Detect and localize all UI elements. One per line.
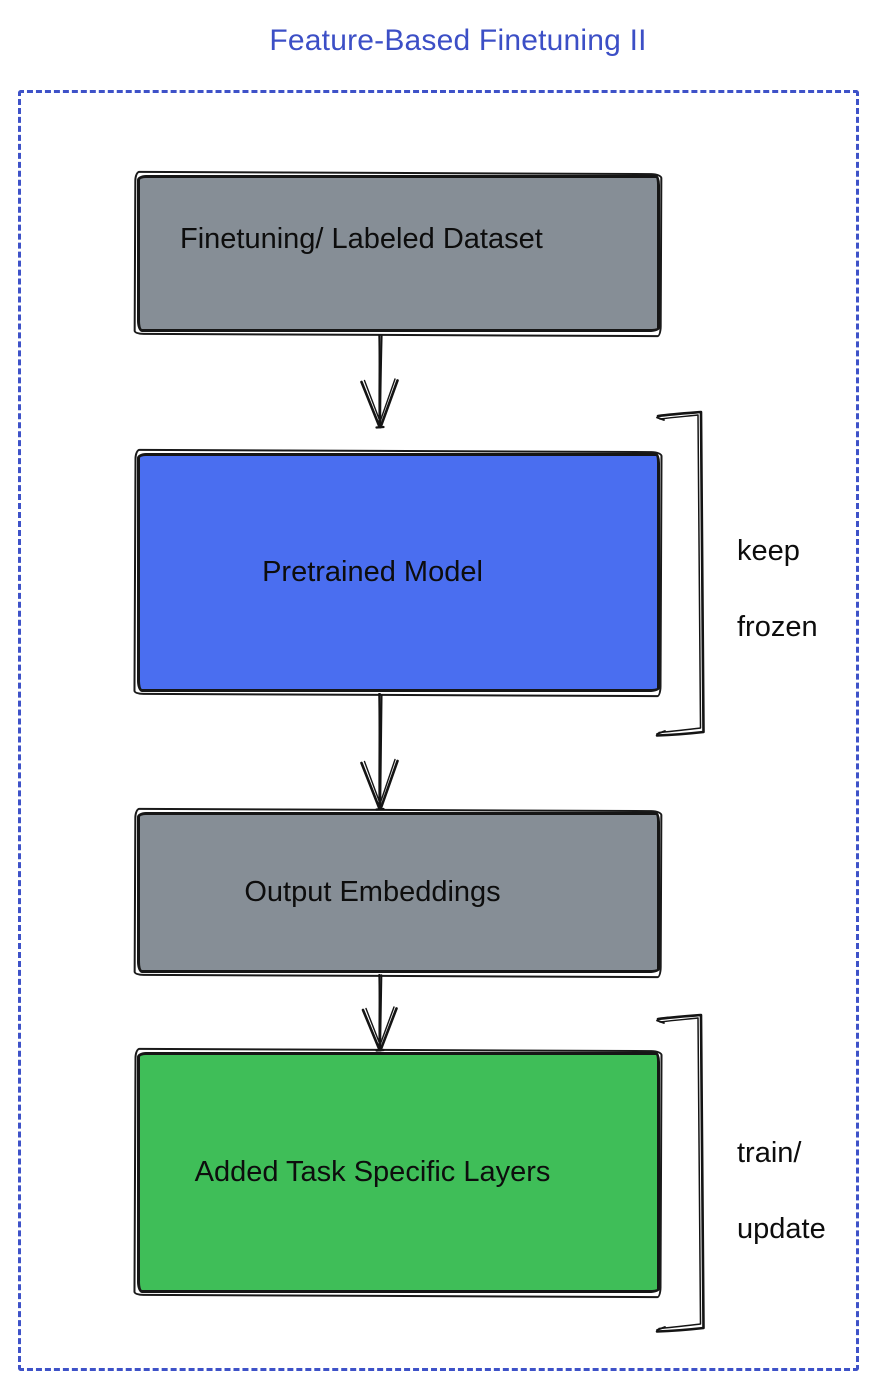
train-update-line2: update — [737, 1213, 826, 1245]
node-pretrained-model: Pretrained Model — [137, 453, 660, 692]
node-label: Finetuning/ Labeled Dataset — [180, 223, 543, 255]
down-arrow-connector-1 — [352, 335, 408, 431]
dashed-border-frame — [18, 90, 859, 1371]
keep-frozen-bracket — [648, 404, 712, 742]
train-update-bracket — [648, 1006, 712, 1338]
node-added-task-specific-layers: Added Task Specific Layers — [137, 1052, 660, 1293]
train-update-line1: train/ — [737, 1137, 802, 1169]
node-label: Output Embeddings — [244, 876, 501, 908]
node-label: Pretrained Model — [262, 556, 483, 588]
down-arrow-connector-3 — [352, 974, 408, 1054]
down-arrow-connector-2 — [352, 693, 408, 813]
node-finetuning-labeled-dataset: Finetuning/ Labeled Dataset — [137, 175, 660, 332]
node-label: Added Task Specific Layers — [194, 1156, 551, 1188]
keep-frozen-label: keep frozen — [737, 494, 818, 684]
node-output-embeddings: Output Embeddings — [137, 812, 660, 973]
keep-frozen-line1: keep — [737, 535, 800, 567]
diagram-title: Feature-Based Finetuning II — [269, 24, 647, 57]
keep-frozen-line2: frozen — [737, 611, 818, 643]
train-update-label: train/ update — [737, 1096, 826, 1286]
